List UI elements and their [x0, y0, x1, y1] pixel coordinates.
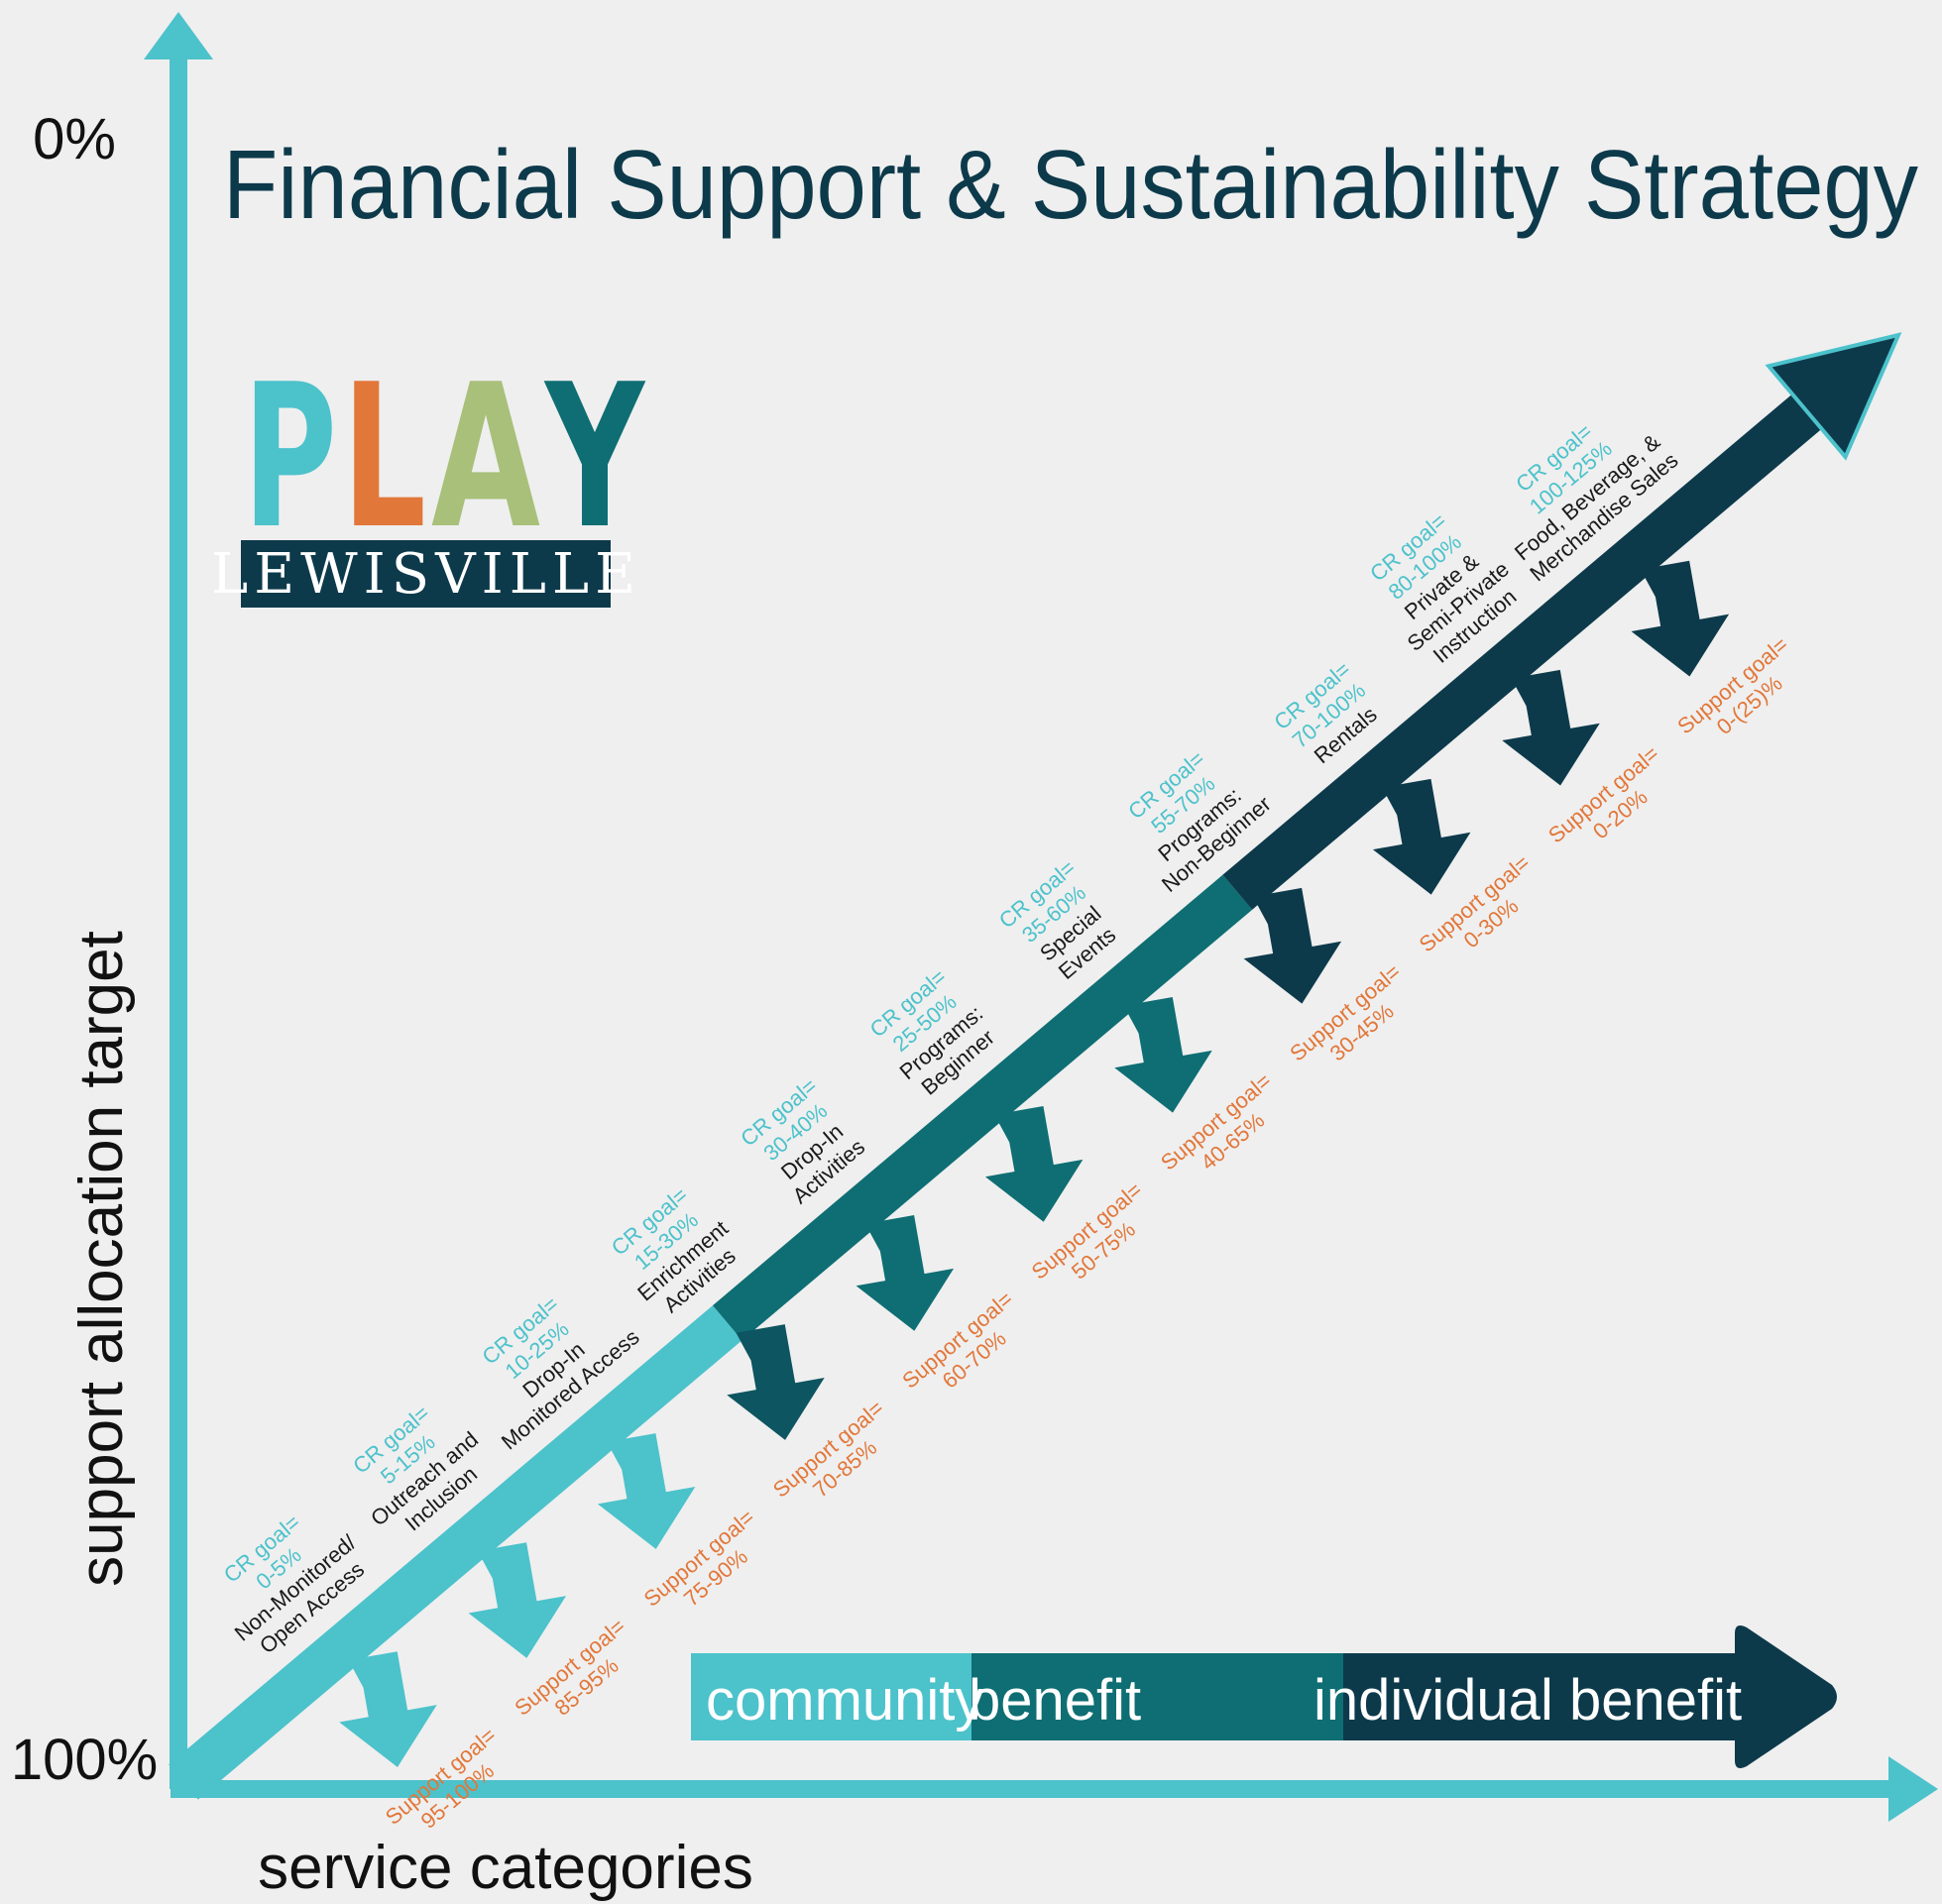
tier-label-group: CR goal=0-5%Non-Monitored/Open Access — [219, 1510, 369, 1658]
logo-letter-l: L — [342, 342, 426, 573]
tier-arrows — [339, 560, 1730, 1767]
tier-arrow — [597, 1433, 696, 1549]
logo-letter-y: Y — [544, 342, 646, 573]
logo-letter-p: P — [243, 342, 337, 573]
banner-segment-individual — [1343, 1653, 1740, 1740]
logo-subtitle: LEWISVILLE — [211, 542, 641, 607]
tier-arrow — [1631, 560, 1730, 677]
tier-arrow-shape — [468, 1542, 567, 1658]
benefit-banner: community benefit individual benefit — [691, 1625, 1837, 1768]
tier-arrow-shape — [597, 1433, 696, 1549]
y-top-label: 0% — [33, 107, 116, 171]
tier-arrow-shape — [1631, 560, 1730, 677]
tier-arrow — [339, 1651, 437, 1767]
band-arrowhead — [1765, 332, 1902, 461]
banner-community-text: community — [706, 1668, 983, 1733]
tier-arrow — [727, 1324, 825, 1440]
tier-arrow-shape — [1502, 669, 1600, 786]
tier-arrow-shape — [727, 1324, 825, 1440]
diagonal-band — [169, 332, 1902, 1800]
tier-arrow — [984, 1106, 1084, 1222]
banner-segment-community — [691, 1653, 971, 1740]
banner-segment-benefit — [971, 1653, 1343, 1740]
tier-arrow — [1243, 887, 1342, 1004]
logo-subtitle-bar — [241, 540, 611, 608]
axes — [144, 12, 1938, 1822]
y-axis-arrowhead — [144, 12, 213, 59]
tier-arrow — [856, 1215, 955, 1331]
tier-arrow — [1502, 669, 1600, 786]
logo-letter-a: A — [431, 342, 540, 573]
banner-benefit-text: benefit — [969, 1668, 1141, 1733]
band-segment-individual — [1222, 380, 1839, 910]
tier-arrow-shape — [984, 1106, 1084, 1222]
tier-arrow — [1114, 996, 1212, 1113]
tier-arrow-shape — [856, 1215, 955, 1331]
tier-arrow-shape — [1372, 778, 1471, 895]
play-lewisville-logo: P L A Y LEWISVILLE — [211, 342, 645, 608]
y-axis-title: support allocation target — [67, 931, 136, 1587]
page-title: Financial Support & Sustainability Strat… — [223, 130, 1918, 239]
banner-individual-text: individual benefit — [1314, 1668, 1742, 1733]
tier-arrow — [468, 1542, 567, 1658]
band-segment-community — [169, 1305, 743, 1800]
tier-arrow-shape — [339, 1651, 437, 1767]
x-axis-arrowhead — [1888, 1756, 1938, 1822]
x-axis-title: service categories — [258, 1834, 753, 1902]
tier-arrow — [1372, 778, 1471, 895]
tier-arrow-shape — [1243, 887, 1342, 1004]
tier-arrow-shape — [1114, 996, 1212, 1113]
y-bottom-label: 100% — [11, 1728, 158, 1792]
banner-arrowhead — [1735, 1625, 1837, 1768]
band-segment-mid — [712, 874, 1253, 1341]
